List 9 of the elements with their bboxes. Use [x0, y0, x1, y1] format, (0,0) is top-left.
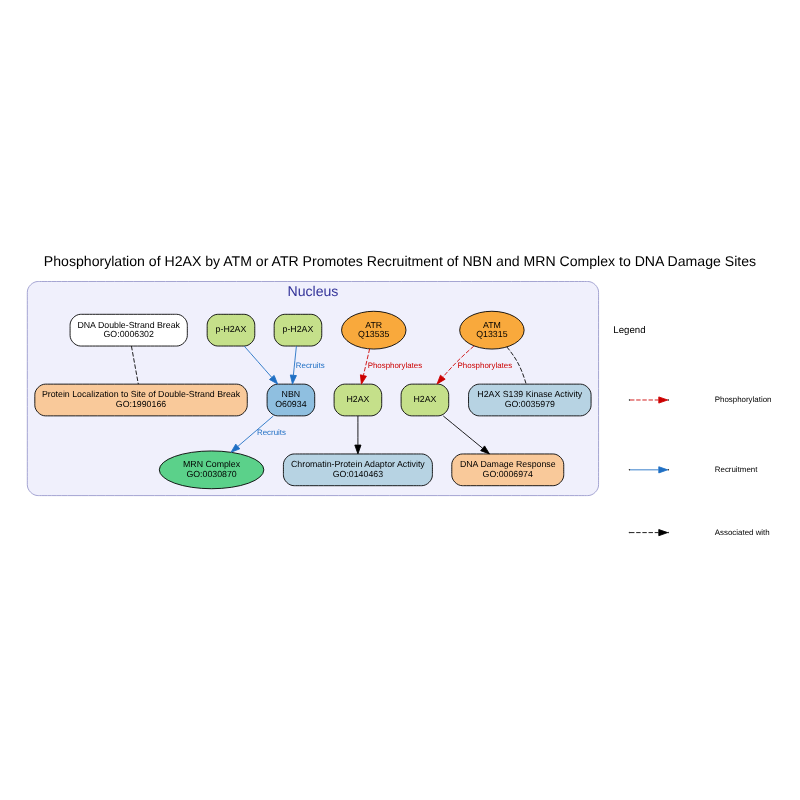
arrow	[243, 345, 279, 385]
arrow	[289, 345, 297, 385]
connector	[506, 346, 527, 385]
arrow	[354, 415, 362, 455]
arrow	[442, 415, 490, 455]
connector	[131, 345, 139, 385]
arrow	[359, 348, 371, 385]
arrow	[436, 345, 475, 385]
arrow	[230, 415, 274, 453]
